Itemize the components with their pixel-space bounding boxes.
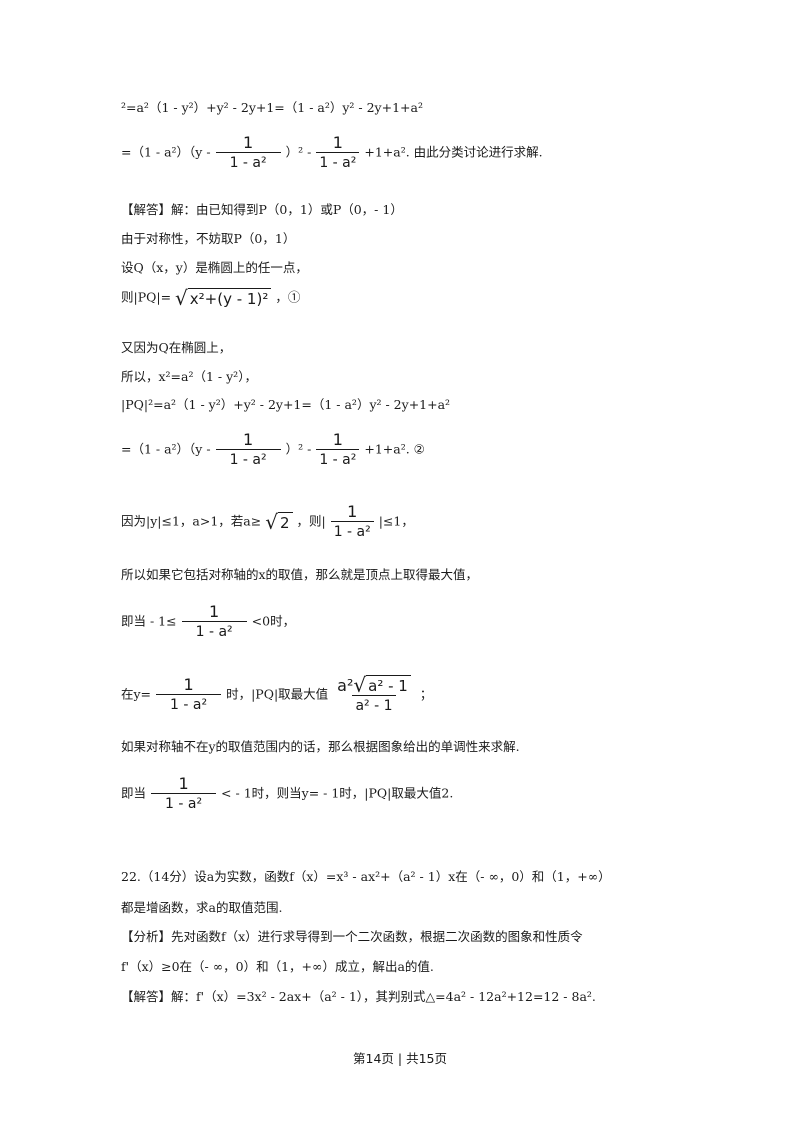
radical-sign: √ bbox=[175, 286, 188, 310]
fraction-denominator: 1 - a² bbox=[156, 694, 222, 714]
fraction-numerator: 1 bbox=[183, 675, 194, 694]
fraction: 1 1 - a² bbox=[316, 430, 360, 469]
fraction-numerator: 1 bbox=[243, 133, 254, 152]
equation-line: =（1 - a²）（y - 1 1 - a² ）² - 1 1 - a² +1+… bbox=[121, 431, 425, 469]
text-segment: =（1 - a²）（y - bbox=[121, 441, 211, 457]
text-line: 又因为Q在椭圆上， bbox=[121, 340, 232, 355]
text-segment: +1+a². ② bbox=[364, 441, 425, 457]
fraction-numerator: 1 bbox=[243, 430, 254, 449]
equation-line: 因为|y|≤1，a>1，若a≥ √ 2 ，则| 1 1 - a² |≤1， bbox=[121, 503, 414, 541]
fraction-denominator: 1 - a² bbox=[330, 521, 374, 541]
text-line: 设Q（x，y）是椭圆上的任一点， bbox=[121, 260, 308, 275]
text-segment: 则|PQ|= bbox=[121, 289, 172, 305]
text-segment: < - 1时，则当y= - 1时，|PQ|取最大值2. bbox=[221, 785, 454, 801]
text-line: 所以，x²=a²（1 - y²）， bbox=[121, 369, 257, 384]
fraction-numerator: 1 bbox=[332, 133, 343, 152]
text-line: 由于对称性，不妨取P（0，1） bbox=[121, 231, 296, 246]
text-line: 所以如果它包括对称轴的x的取值，那么就是顶点上取得最大值， bbox=[121, 567, 479, 582]
fraction: 1 1 - a² bbox=[151, 774, 217, 813]
fraction: 1 1 - a² bbox=[330, 502, 374, 541]
fraction-denominator: 1 - a² bbox=[151, 793, 217, 813]
equation-line: 在y= 1 1 - a² 时，|PQ|取最大值 a² √ a² - 1 a² -… bbox=[121, 675, 432, 715]
fraction: 1 1 - a² bbox=[215, 430, 281, 469]
equation-line: 即当 1 1 - a² < - 1时，则当y= - 1时，|PQ|取最大值2. bbox=[121, 775, 453, 813]
text-segment: 即当 bbox=[121, 785, 147, 801]
text-segment: 时，|PQ|取最大值 bbox=[226, 686, 329, 702]
coefficient: a² bbox=[337, 676, 354, 695]
fraction-numerator: 1 bbox=[178, 774, 189, 793]
solution-line: 【解答】解：f'（x）=3x² - 2ax+（a² - 1），其判别式△=4a²… bbox=[121, 989, 596, 1004]
text-line: ²=a²（1 - y²）+y² - 2y+1=（1 - a²）y² - 2y+1… bbox=[121, 100, 423, 115]
text-line: |PQ|²=a²（1 - y²）+y² - 2y+1=（1 - a²）y² - … bbox=[121, 397, 451, 412]
text-line: 【解答】解：由已知得到P（0，1）或P（0，- 1） bbox=[121, 202, 403, 217]
equation-line: 即当 - 1≤ 1 1 - a² <0时， bbox=[121, 603, 295, 641]
text-line: 如果对称轴不在y的取值范围内的话，那么根据图象给出的单调性来求解. bbox=[121, 739, 520, 754]
analysis-line: 【分析】先对函数f（x）进行求导得到一个二次函数，根据二次函数的图象和性质令 bbox=[121, 929, 583, 944]
radicand: 2 bbox=[277, 512, 293, 532]
square-root: √ 2 bbox=[265, 510, 293, 534]
equation-line: =（1 - a²）（y - 1 1 - a² ）² - 1 1 - a² +1+… bbox=[121, 134, 543, 172]
text-segment: ，则| bbox=[296, 513, 326, 529]
fraction-denominator: 1 - a² bbox=[215, 152, 281, 172]
fraction-denominator: 1 - a² bbox=[316, 449, 360, 469]
fraction-numerator: 1 bbox=[209, 602, 220, 621]
fraction: 1 1 - a² bbox=[316, 133, 360, 172]
text-segment: =（1 - a²）（y - bbox=[121, 144, 211, 160]
page-footer: 第14页 | 共15页 bbox=[353, 1051, 447, 1066]
radicand: x²+(y - 1)² bbox=[187, 288, 272, 308]
fraction-denominator: 1 - a² bbox=[181, 621, 247, 641]
question-22-line: 都是增函数，求a的取值范围. bbox=[121, 900, 283, 915]
fraction-denominator: a² - 1 bbox=[352, 695, 396, 715]
text-segment: ）² - bbox=[285, 441, 312, 457]
text-segment: <0时， bbox=[251, 613, 296, 629]
text-segment: ）² - bbox=[285, 144, 312, 160]
fraction-numerator: 1 bbox=[347, 502, 358, 521]
radical-sign: √ bbox=[265, 510, 278, 534]
max-value-fraction: a² √ a² - 1 a² - 1 bbox=[333, 675, 415, 715]
text-segment: 在y= bbox=[121, 686, 152, 702]
equation-line: 则|PQ|= √ x²+(y - 1)² ，① bbox=[121, 288, 300, 308]
fraction: 1 1 - a² bbox=[215, 133, 281, 172]
fraction-denominator: 1 - a² bbox=[215, 449, 281, 469]
text-segment: +1+a². 由此分类讨论进行求解. bbox=[364, 144, 543, 160]
text-segment: |≤1， bbox=[378, 513, 414, 529]
text-segment: ，① bbox=[275, 289, 301, 305]
fraction-numerator: 1 bbox=[332, 430, 343, 449]
fraction: 1 1 - a² bbox=[181, 602, 247, 641]
text-segment: 即当 - 1≤ bbox=[121, 613, 177, 629]
fraction-denominator: 1 - a² bbox=[316, 152, 360, 172]
radical-sign: √ bbox=[353, 673, 367, 697]
analysis-line: f'（x）≥0在（- ∞，0）和（1，+∞）成立，解出a的值. bbox=[121, 959, 434, 974]
radicand: a² - 1 bbox=[366, 675, 411, 695]
question-22-line: 22.（14分）设a为实数，函数f（x）=x³ - ax²+（a² - 1）x在… bbox=[121, 869, 611, 884]
fraction: 1 1 - a² bbox=[156, 675, 222, 714]
square-root: √ x²+(y - 1)² bbox=[175, 286, 272, 310]
fraction-numerator: a² √ a² - 1 bbox=[333, 675, 415, 695]
text-segment: 因为|y|≤1，a>1，若a≥ bbox=[121, 513, 262, 529]
square-root: √ a² - 1 bbox=[353, 673, 411, 697]
text-segment: ； bbox=[419, 686, 433, 702]
